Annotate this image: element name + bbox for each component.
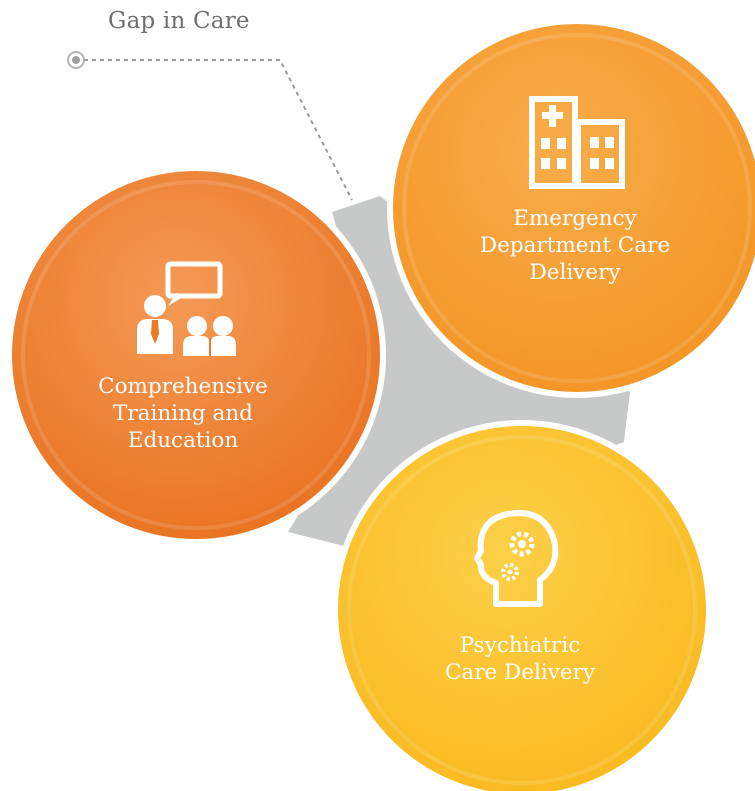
emergency-label-line-1: Emergency	[513, 206, 637, 231]
training-label-line-2: Training and	[113, 401, 253, 426]
psychiatric-circle-inner-ring	[347, 435, 697, 785]
callout-leader-line	[84, 59, 353, 201]
psychiatric-circle	[338, 426, 706, 791]
emergency-circle-label: Emergency Department Care Delivery	[450, 205, 700, 286]
emergency-circle-inner-ring	[402, 33, 752, 383]
gap-in-care-label: Gap in Care	[108, 8, 250, 34]
emergency-label-line-3: Delivery	[529, 260, 621, 285]
training-circle-label: Comprehensive Training and Education	[58, 373, 308, 454]
training-circle-inner-ring	[21, 180, 371, 530]
emergency-circle	[393, 24, 755, 392]
head-gears-icon	[474, 510, 559, 607]
emergency-label-line-2: Department Care	[479, 233, 671, 258]
presenter-audience-icon	[137, 261, 236, 356]
psychiatric-label-line-1: Psychiatric	[459, 633, 581, 658]
hospital-building-icon	[529, 96, 625, 189]
psychiatric-circle-label: Psychiatric Care Delivery	[395, 632, 645, 686]
training-label-line-3: Education	[127, 428, 239, 453]
training-label-line-1: Comprehensive	[98, 374, 268, 399]
psychiatric-label-line-2: Care Delivery	[444, 660, 596, 685]
callout-marker-inner	[72, 56, 80, 64]
